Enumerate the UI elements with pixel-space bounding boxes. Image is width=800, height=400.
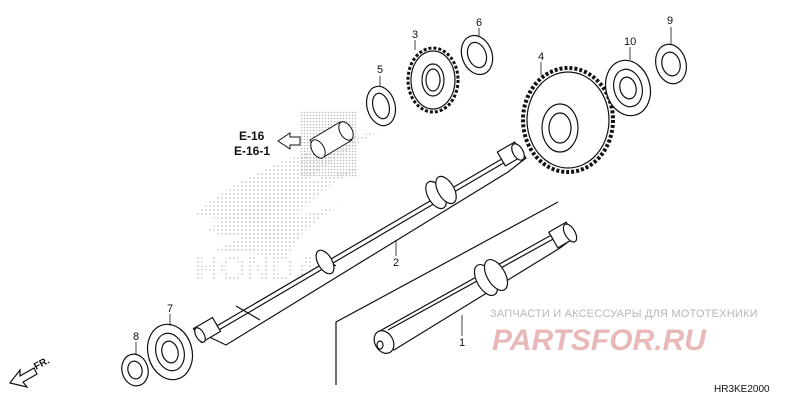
part-label-1[interactable]: 1 bbox=[459, 337, 465, 349]
washer-part-6 bbox=[460, 34, 494, 76]
part-label-8[interactable]: 8 bbox=[133, 331, 139, 343]
front-arrow-icon bbox=[8, 367, 38, 388]
reference-e16[interactable]: E-16 bbox=[239, 129, 265, 143]
seal-part-8 bbox=[121, 353, 149, 387]
part-label-3[interactable]: 3 bbox=[412, 29, 418, 41]
front-direction-marker: FR. bbox=[8, 355, 52, 388]
gear-part-3 bbox=[406, 46, 460, 114]
shaft-part-1 bbox=[373, 221, 578, 354]
watermark-brand: PARTSFOR.RU bbox=[492, 324, 707, 357]
front-marker-label: FR. bbox=[32, 355, 52, 372]
reference-arrow-icon bbox=[277, 132, 301, 150]
part-label-7[interactable]: 7 bbox=[167, 303, 173, 315]
watermark-tagline: ЗАПЧАСТИ И АКСЕССУАРЫ ДЛЯ МОТОТЕХНИКИ bbox=[490, 308, 758, 320]
part-label-9[interactable]: 9 bbox=[667, 15, 673, 27]
part-label-10[interactable]: 10 bbox=[624, 36, 636, 48]
leader-lines bbox=[135, 27, 672, 355]
gear-part-4 bbox=[521, 66, 615, 174]
part-label-4[interactable]: 4 bbox=[538, 51, 544, 63]
collar-part-5 bbox=[365, 85, 397, 127]
assembly-divider-line bbox=[335, 201, 559, 385]
shaft-part-2 bbox=[192, 141, 527, 346]
drawing-code: HR3KE2000 bbox=[714, 384, 770, 395]
seal-part-9 bbox=[655, 43, 687, 85]
reference-e16-1[interactable]: E-16-1 bbox=[234, 144, 270, 158]
bearing-part-10 bbox=[604, 59, 652, 117]
reference-box: E-16 E-16-1 bbox=[234, 110, 356, 178]
part-label-5[interactable]: 5 bbox=[377, 64, 383, 76]
part-label-2[interactable]: 2 bbox=[393, 257, 399, 269]
part-label-6[interactable]: 6 bbox=[476, 17, 482, 29]
bearing-part-7 bbox=[146, 323, 194, 381]
